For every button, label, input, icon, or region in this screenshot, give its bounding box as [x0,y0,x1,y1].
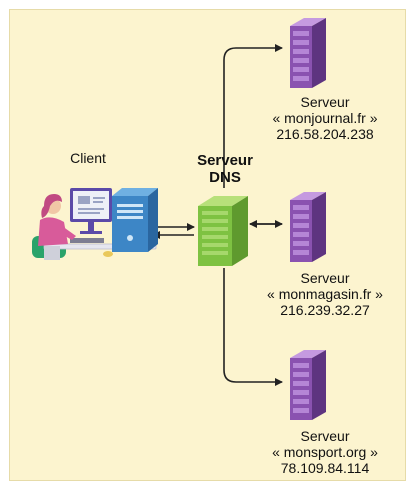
server-3-label: Serveur « monsport.org » 78.109.84.114 [245,428,405,476]
server-monsport [290,350,326,420]
client-label-text: Client [70,150,106,166]
dns-server-label: Serveur DNS [180,152,270,186]
arrow-dns-to-server-1 [223,44,283,188]
client-illustration [32,188,158,260]
mouse [103,251,113,257]
server-1-title: Serveur [300,94,350,110]
server-2-domain: « monmagasin.fr » [267,286,383,302]
server-1-domain: « monjournal.fr » [272,110,378,126]
server-2-label: Serveur « monmagasin.fr » 216.239.32.27 [245,270,405,318]
server-3-domain: « monsport.org » [272,444,378,460]
server-2-ip: 216.239.32.27 [280,302,370,318]
server-3-ip: 78.109.84.114 [280,460,370,476]
server-3-title: Serveur [300,428,350,444]
client-label: Client [56,150,120,166]
dns-server [198,196,248,266]
dns-label-line1: Serveur [197,152,253,169]
server-2-title: Serveur [300,270,350,286]
connector-lines [152,44,283,386]
server-1-ip: 216.58.204.238 [276,126,374,142]
person-body [38,217,68,246]
server-monjournal [290,18,326,88]
keyboard [70,238,104,243]
monitor-screen [73,191,109,219]
dns-label-line2: DNS [209,169,241,186]
server-1-label: Serveur « monjournal.fr » 216.58.204.238 [245,94,405,142]
server-monmagasin [290,192,326,262]
arrow-dns-to-server-3 [223,268,283,386]
